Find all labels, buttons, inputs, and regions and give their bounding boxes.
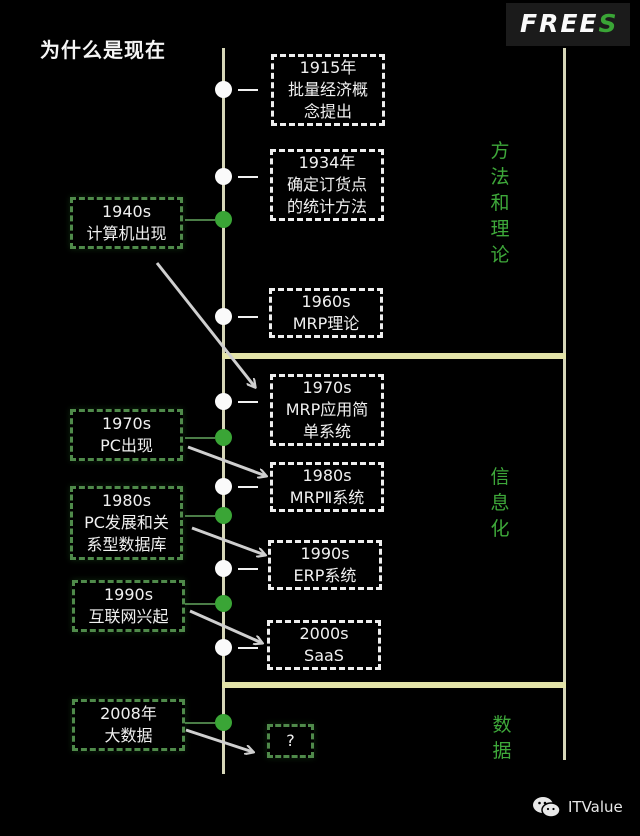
connector-1915 [238,89,258,91]
phase-separator-1 [222,353,566,359]
phase-label-informatization: 信息化 [490,466,510,540]
connector-tech-2008 [185,722,215,724]
event-year: 1970s [302,378,352,397]
event-text: 批量经济概念提出 [287,80,368,121]
event-year: 1980s [302,466,352,485]
tech-year: 1970s [101,414,152,433]
watermark: ITValue [532,796,623,818]
event-text: 确定订货点的统计方法 [286,175,367,216]
connector-1980s [238,486,258,488]
event-box-1970s-mrp: 1970s MRP应用简单系统 [270,374,384,446]
event-box-1980s-mrp2: 1980s MRPⅡ系统 [270,462,384,512]
arrow-computer-to-mrp-system [155,262,255,387]
event-year: 1934年 [298,153,356,172]
event-text: MRPⅡ系统 [289,488,365,507]
timeline-dot-1970s [215,393,232,410]
connector-tech-1980s [185,515,215,517]
tech-year: 1940s [101,202,152,221]
event-year: 2000s [299,624,349,643]
event-box-2000s-saas: 2000s SaaS [267,620,381,670]
event-box-1960s: 1960s MRP理论 [269,288,383,338]
timeline-dot-tech-1940s [215,211,232,228]
tech-text: 计算机出现 [86,224,167,243]
timeline-dot-tech-1980s [215,507,232,524]
arrow-internet-to-saas [189,609,262,643]
phase-label-methods: 方法和理论 [490,140,510,266]
frees-logo: FREES [506,3,630,46]
event-text: MRP应用简单系统 [285,400,369,441]
tech-text: 互联网兴起 [88,607,169,626]
event-box-1990s-erp: 1990s ERP系统 [268,540,382,590]
connector-1970s [238,401,258,403]
event-text: ERP系统 [293,566,357,585]
arrow-bigdata-to-future [185,728,253,752]
event-year: 1915年 [299,58,357,77]
timeline-dot-2000s [215,639,232,656]
tech-box-1990s: 1990s 互联网兴起 [72,580,185,632]
timeline-dot-1990s [215,560,232,577]
tech-text: PC出现 [100,436,153,455]
connector-tech-1970s [185,437,215,439]
timeline-dot-tech-1970s [215,429,232,446]
watermark-text: ITValue [568,798,623,816]
timeline-dot-tech-1990s [215,595,232,612]
timeline-dot-1915 [215,81,232,98]
tech-text: PC发展和关系型数据库 [84,513,169,554]
timeline-dot-1960s [215,308,232,325]
tech-box-1980s: 1980s PC发展和关系型数据库 [70,486,183,560]
logo-text: FREE [520,9,599,38]
timeline-dot-1980s [215,478,232,495]
connector-1934 [238,176,258,178]
event-box-future-unknown: ? [267,724,314,758]
event-year: 1990s [300,544,350,563]
event-box-1934: 1934年 确定订货点的统计方法 [270,149,384,221]
event-text: SaaS [304,646,344,665]
tech-year: 2008年 [100,704,157,723]
tech-box-2008: 2008年 大数据 [72,699,185,751]
tech-text: 大数据 [104,726,153,745]
tech-year: 1980s [101,491,152,510]
timeline-axis [222,48,225,774]
connector-tech-1940s [185,219,215,221]
phase-separator-2 [222,682,566,688]
phase-frame-line [563,48,566,760]
connector-tech-1990s [185,603,215,605]
connector-1990s [238,568,258,570]
event-box-1915: 1915年 批量经济概念提出 [271,54,385,126]
wechat-icon [532,796,562,818]
logo-accent: S [598,9,619,38]
timeline-dot-1934 [215,168,232,185]
event-year: ? [286,731,295,750]
connector-2000s [238,647,258,649]
event-year: 1960s [301,292,351,311]
tech-box-1970s: 1970s PC出现 [70,409,183,461]
event-text: MRP理论 [292,314,360,333]
tech-year: 1990s [103,585,154,604]
arrow-rdb-to-erp [191,526,265,555]
connector-1960s [238,316,258,318]
timeline-dot-tech-2008 [215,714,232,731]
phase-label-data: 数据 [492,714,512,762]
arrow-pc-to-mrp2 [187,445,266,476]
tech-box-1940s: 1940s 计算机出现 [70,197,183,249]
page-title: 为什么是现在 [40,38,166,62]
